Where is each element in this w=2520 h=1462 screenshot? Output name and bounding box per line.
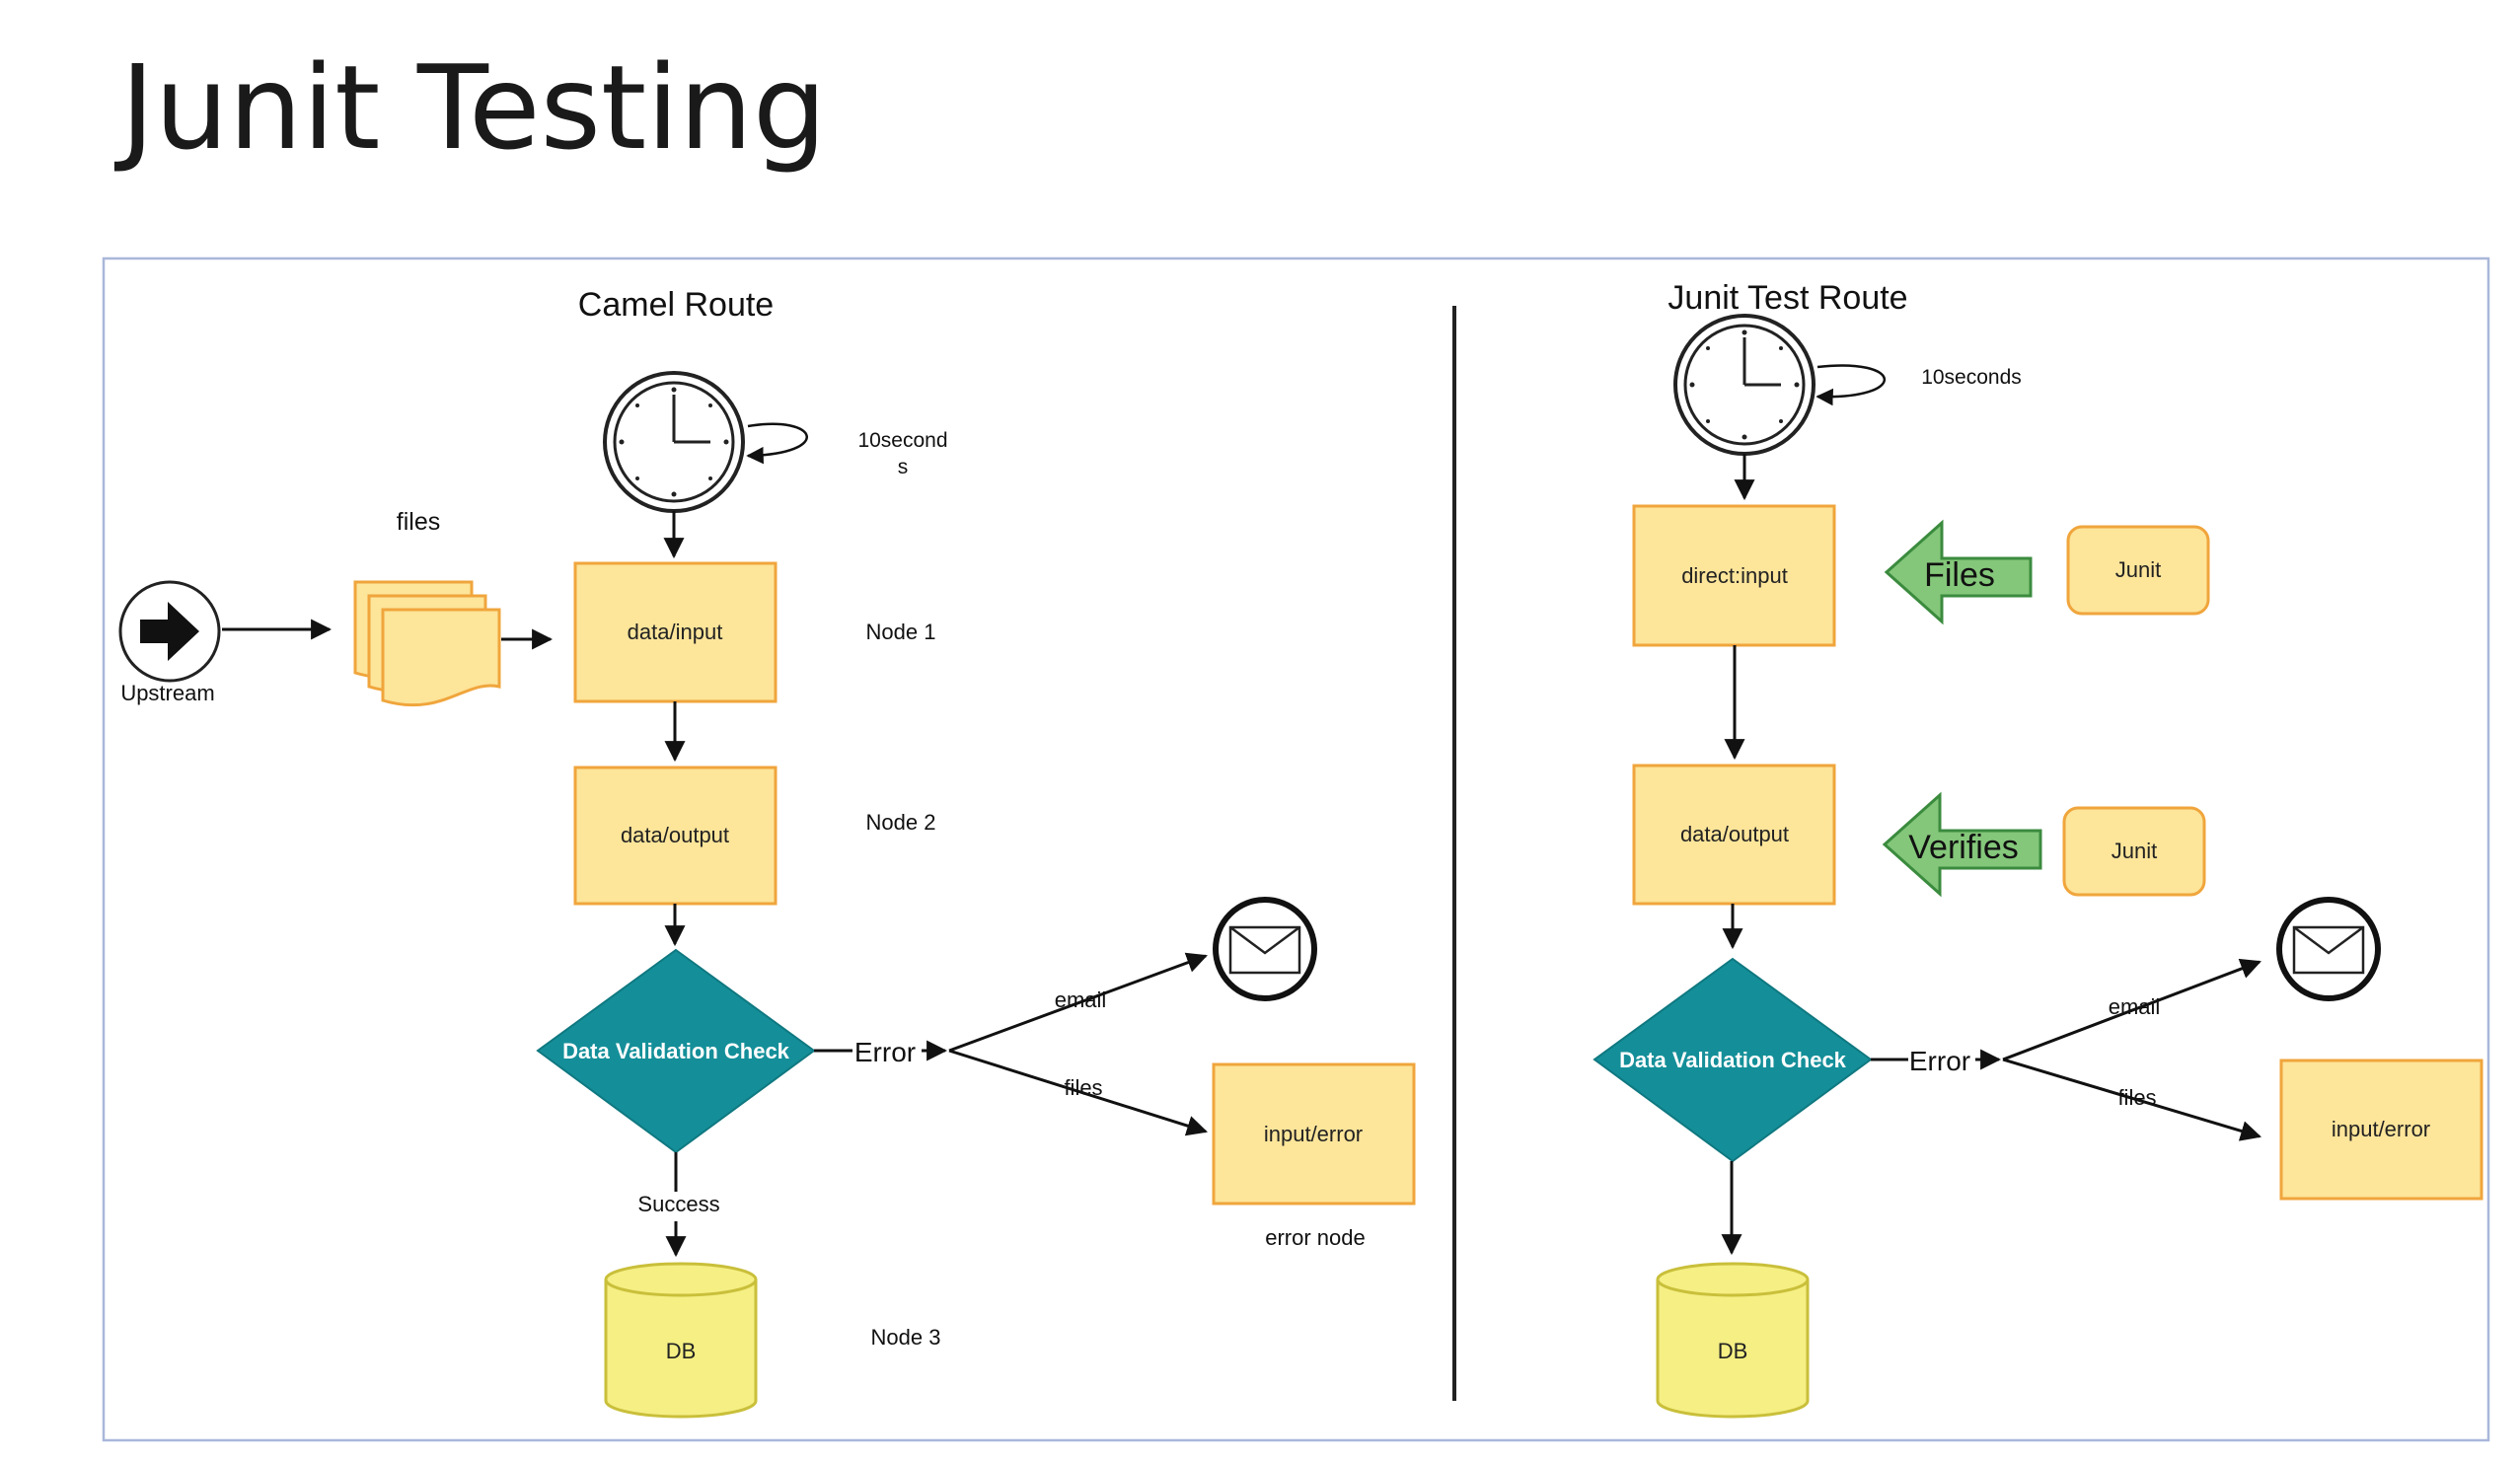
files-branch-label: files	[1064, 1075, 1102, 1100]
upstream-icon	[118, 580, 221, 683]
junit-files-branch-label: files	[2117, 1085, 2156, 1110]
verifies-action-arrow	[1882, 791, 2042, 898]
node1-box	[573, 561, 778, 703]
camel-route-heading: Camel Route	[578, 286, 774, 324]
junit-db-cylinder	[1656, 1262, 1810, 1419]
db-cylinder	[604, 1262, 758, 1419]
node3-caption: Node 3	[871, 1325, 941, 1350]
edge-email	[948, 952, 1208, 1053]
junit-timer-loop-arrow	[1816, 364, 1886, 406]
junit-box-1	[2066, 525, 2210, 616]
timer-label: 10second	[857, 429, 947, 452]
junit-error-box	[2279, 1059, 2483, 1201]
node1-box-label: data/input	[628, 620, 723, 644]
node1-caption: Node 1	[866, 620, 936, 644]
junit-route-heading: Junit Test Route	[1668, 279, 1907, 317]
junit-box-2	[2062, 806, 2206, 897]
junit-output-box-label: data/output	[1680, 822, 1789, 846]
node2-caption: Node 2	[866, 810, 936, 835]
junit-db-label: DB	[1718, 1339, 1748, 1363]
junit-edge-email	[2002, 958, 2261, 1061]
junit-error-label: Error	[1909, 1046, 1970, 1076]
email-label: email	[1055, 987, 1107, 1012]
error-box-label: input/error	[1264, 1122, 1363, 1146]
node2-box-label: data/output	[621, 823, 729, 847]
junit-edge-files-branch	[2002, 1058, 2262, 1141]
decision-label: Data Validation Check	[562, 1039, 790, 1063]
files-label: files	[397, 508, 440, 536]
junit-input-box	[1632, 504, 1836, 647]
error-node-caption: error node	[1265, 1225, 1366, 1250]
junit-input-box-label: direct:input	[1681, 563, 1788, 588]
files-icon	[353, 580, 501, 707]
junit-box-2-label: Junit	[2112, 839, 2157, 863]
email-icon	[1213, 897, 1317, 1001]
timer-loop-arrow	[746, 422, 808, 465]
verifies-action-label: Verifies	[1908, 829, 2019, 866]
junit-email-icon	[2276, 897, 2381, 1001]
upstream-label: Upstream	[120, 681, 214, 705]
diagram-frame	[102, 256, 2490, 1442]
files-action-arrow	[1884, 519, 2033, 625]
junit-box-1-label: Junit	[2115, 557, 2161, 582]
junit-clock-icon	[1673, 314, 1816, 456]
junit-email-label: email	[2109, 994, 2161, 1019]
edge-files-branch	[948, 1049, 1209, 1136]
success-label: Success	[637, 1192, 719, 1216]
error-box	[1212, 1062, 1416, 1206]
files-action-label: Files	[1924, 556, 1995, 594]
error-label: Error	[854, 1037, 916, 1067]
junit-decision-label: Data Validation Check	[1619, 1048, 1847, 1072]
slide-title: Junit Testing	[120, 39, 827, 176]
db-label: DB	[666, 1339, 697, 1363]
junit-output-box	[1632, 764, 1836, 906]
clock-icon	[603, 371, 745, 513]
junit-timer-label: 10seconds	[1921, 366, 2022, 389]
junit-error-box-label: input/error	[2332, 1117, 2430, 1141]
timer-label-wrap: s	[898, 456, 909, 478]
